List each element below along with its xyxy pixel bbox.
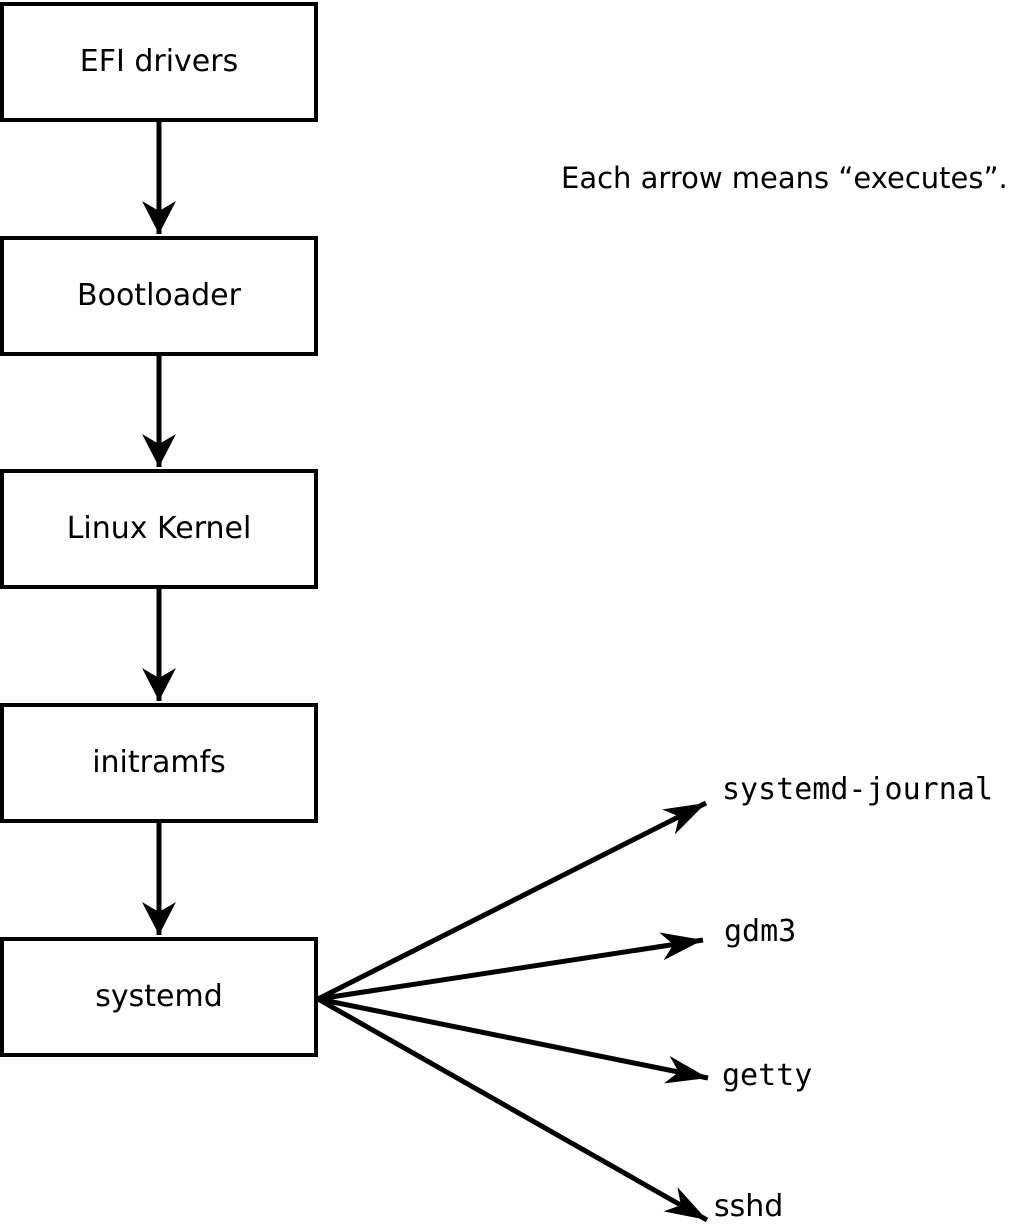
node-systemd-label: systemd	[95, 979, 223, 1014]
node-linux-kernel-label: Linux Kernel	[66, 511, 252, 546]
node-bootloader: Bootloader	[0, 236, 318, 356]
node-systemd: systemd	[0, 937, 318, 1057]
executes-arrow-systemd-to-gdm3	[317, 932, 704, 1002]
label-getty: getty	[722, 1058, 813, 1093]
label-sshd: sshd	[714, 1189, 784, 1224]
legend-note: Each arrow means “executes”.	[561, 161, 1008, 195]
executes-arrow-systemd-to-getty	[317, 996, 709, 1084]
node-initramfs-label: initramfs	[92, 745, 226, 780]
node-bootloader-label: Bootloader	[77, 278, 241, 313]
node-efi-drivers: EFI drivers	[0, 2, 318, 122]
label-gdm3: gdm3	[724, 914, 797, 949]
executes-arrow-systemd-to-systemd-journal	[316, 800, 708, 1002]
node-efi-drivers-label: EFI drivers	[79, 44, 239, 79]
node-initramfs: initramfs	[0, 703, 318, 823]
executes-arrow-systemd-to-sshd	[316, 996, 709, 1223]
label-systemd-journal: systemd-journal	[722, 772, 993, 807]
node-linux-kernel: Linux Kernel	[0, 469, 318, 589]
